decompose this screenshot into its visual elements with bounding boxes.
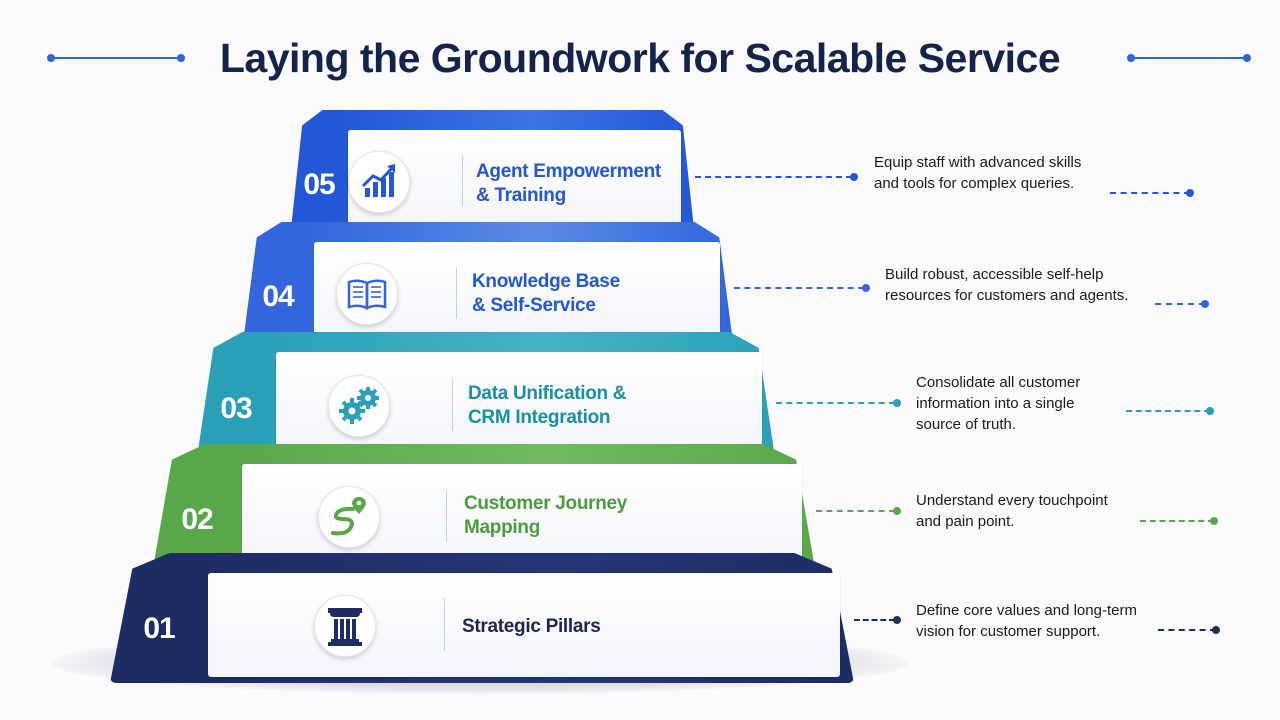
step-separator [462, 155, 463, 207]
title-row: Laying the Groundwork for Scalable Servi… [0, 28, 1280, 88]
step-description: Build robust, accessible self-help resour… [885, 264, 1128, 306]
description-line: source of truth. [916, 416, 1017, 433]
step-description: Equip staff with advanced skills and tool… [874, 152, 1081, 194]
connector-dot [862, 284, 870, 292]
description-underline [1126, 410, 1210, 412]
description-line: Consolidate all customer [916, 374, 1081, 391]
growth-chart-icon [348, 151, 410, 213]
step-description: Consolidate all customer information into… [916, 372, 1080, 435]
step-separator [444, 599, 445, 651]
step-label-line-1: Customer Journey [464, 493, 628, 514]
title-decoration-left [47, 54, 185, 62]
pillar-icon [314, 595, 376, 657]
connector-line [695, 176, 852, 178]
step-label: Knowledge Base & Self-Service [472, 270, 620, 318]
underline-dot [1210, 517, 1218, 525]
step-03: 03 Data Unification & CRM Integration [196, 332, 776, 464]
step-05: 05 Agent Empowerment & Training [290, 110, 695, 238]
step-separator [446, 490, 447, 542]
description-underline [1110, 192, 1190, 194]
description-underline [1155, 303, 1205, 305]
step-label-line-2: Mapping [464, 517, 540, 538]
description-underline [1158, 629, 1216, 631]
connector-dot [893, 399, 901, 407]
description-line: vision for customer support. [916, 623, 1101, 640]
step-face [208, 573, 840, 677]
description-line: and tools for complex queries. [874, 175, 1075, 192]
step-04: 04 Knowledge Base & Self-Service [242, 222, 734, 350]
step-description: Define core values and long-term vision f… [916, 600, 1137, 642]
connector-line [816, 510, 895, 512]
underline-dot [1186, 189, 1194, 197]
description-line: information into a single [916, 395, 1075, 412]
description-line: Define core values and long-term [916, 602, 1137, 619]
connector-dot [893, 507, 901, 515]
underline-dot [1212, 626, 1220, 634]
step-label-line-1: Strategic Pillars [462, 616, 601, 637]
gears-icon [328, 375, 390, 437]
step-separator [456, 267, 457, 319]
connector-line [776, 402, 895, 404]
step-label-line-2: & Training [476, 185, 566, 206]
step-label-line-2: & Self-Service [472, 295, 596, 316]
step-01: 01 Strategic Pillars [110, 553, 854, 683]
open-book-icon [336, 263, 398, 325]
page-title: Laying the Groundwork for Scalable Servi… [219, 35, 1061, 81]
step-label-line-2: CRM Integration [468, 407, 611, 428]
step-label: Agent Empowerment & Training [476, 160, 661, 208]
connector-line [854, 619, 895, 621]
description-line: resources for customers and agents. [885, 287, 1129, 304]
step-label-line-1: Data Unification & [468, 383, 627, 404]
step-separator [452, 379, 453, 431]
step-number: 03 [220, 392, 252, 425]
description-line: Understand every touchpoint [916, 492, 1108, 509]
step-label-line-1: Knowledge Base [472, 271, 620, 292]
description-line: Equip staff with advanced skills [874, 154, 1082, 171]
step-label: Data Unification & CRM Integration [468, 382, 627, 430]
step-description: Understand every touchpoint and pain poin… [916, 490, 1108, 532]
description-underline [1140, 520, 1214, 522]
description-line: and pain point. [916, 513, 1015, 530]
step-number: 05 [303, 168, 335, 201]
step-number: 01 [143, 612, 175, 645]
step-label-line-1: Agent Empowerment [476, 161, 661, 182]
step-number: 02 [181, 503, 213, 536]
connector-dot [893, 616, 901, 624]
underline-dot [1201, 300, 1209, 308]
journey-path-icon [318, 486, 380, 548]
connector-line [734, 287, 864, 289]
underline-dot [1206, 407, 1214, 415]
step-number: 04 [262, 280, 294, 313]
connector-dot [850, 173, 858, 181]
description-line: Build robust, accessible self-help [885, 266, 1104, 283]
step-label: Strategic Pillars [462, 615, 601, 639]
title-decoration-right [1127, 54, 1251, 62]
